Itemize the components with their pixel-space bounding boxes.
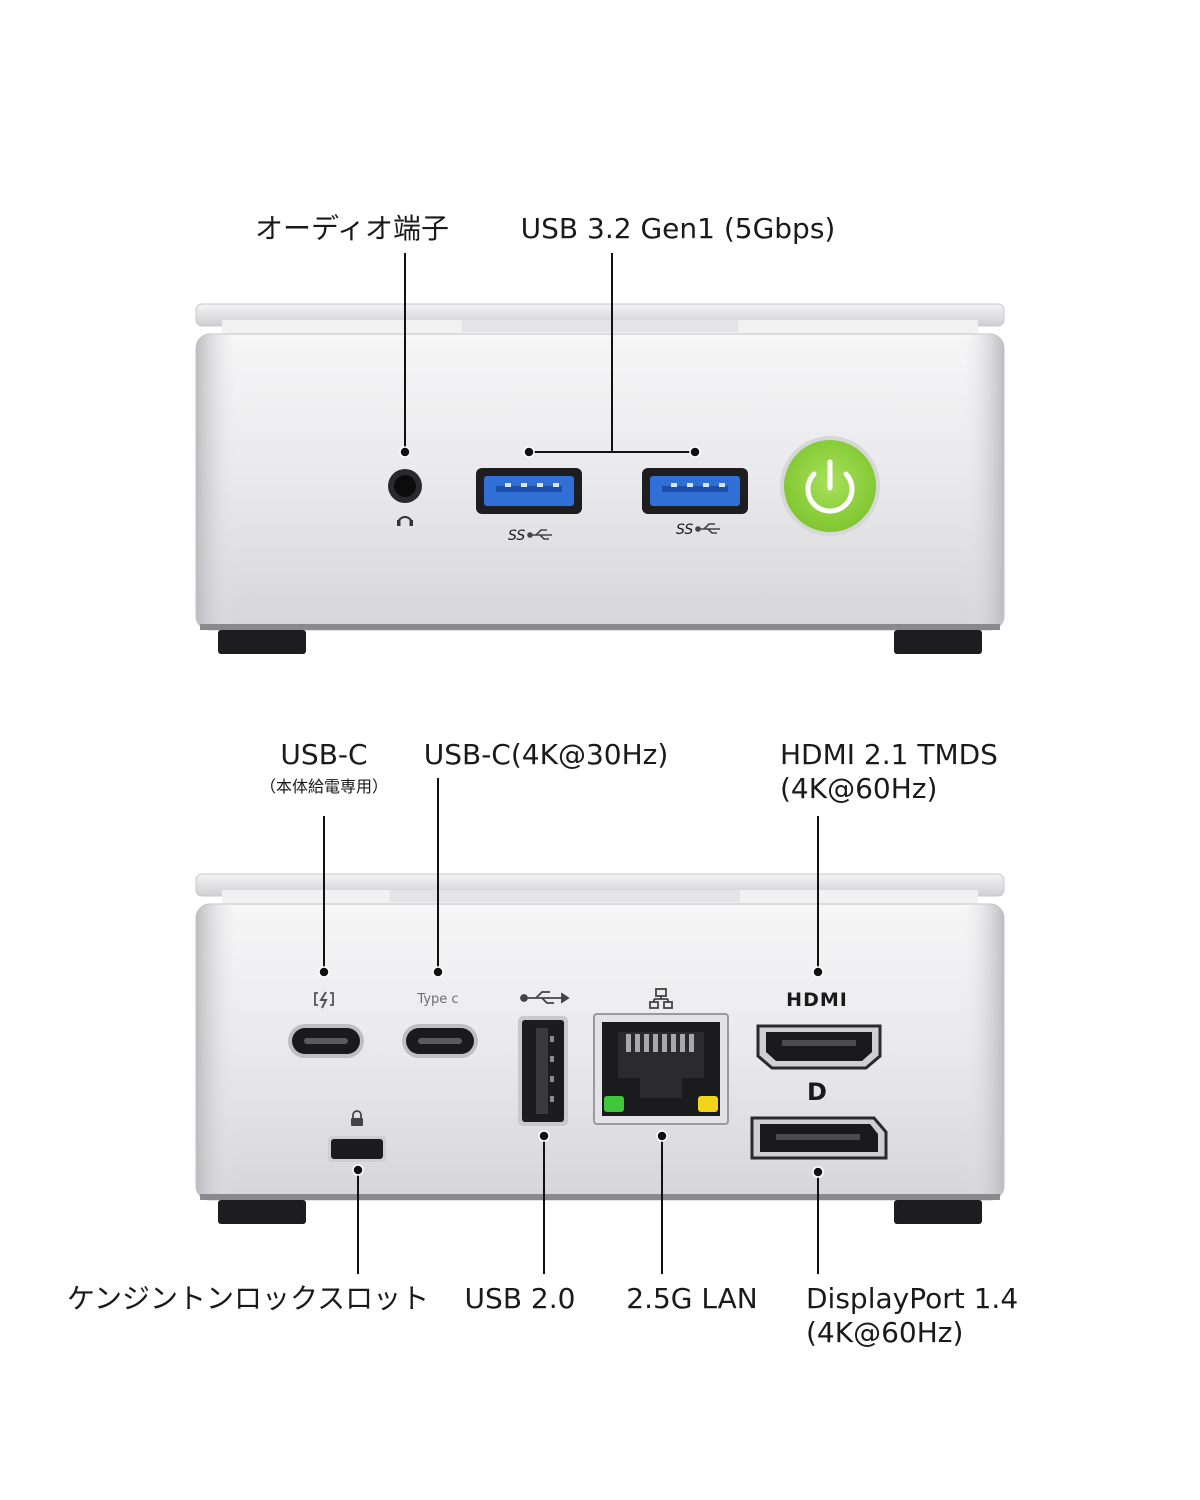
usbc-power-leader-dot xyxy=(318,966,330,978)
back-lid-vent xyxy=(390,890,740,902)
audio-jack xyxy=(388,469,422,503)
dp-label-line2: (4K@60Hz) xyxy=(806,1316,963,1349)
ss-usb-icon-2: SS xyxy=(676,522,693,538)
usb20-leader-dot xyxy=(538,1130,550,1142)
back-view: Type c xyxy=(67,738,1018,1349)
usb-trident-icon-1 xyxy=(527,529,552,540)
usb32-leader-dot-2 xyxy=(689,446,701,458)
front-body xyxy=(195,333,1005,631)
headset-icon xyxy=(397,516,413,526)
usbc-display-leader-dot xyxy=(432,966,444,978)
usbc-display-label: USB-C(4K@30Hz) xyxy=(424,738,669,771)
network-icon xyxy=(649,988,673,1009)
back-body-shade-left xyxy=(196,904,236,1200)
lan-label: 2.5G LAN xyxy=(626,1282,757,1315)
dp-label-line1: DisplayPort 1.4 xyxy=(806,1282,1018,1315)
usb3-port-1 xyxy=(476,468,582,514)
dp-leader-dot xyxy=(812,1166,824,1178)
lan-leader-dot xyxy=(656,1130,668,1142)
audio-leader-dot xyxy=(399,446,411,458)
usb32-port-label: USB 3.2 Gen1 (5Gbps) xyxy=(521,212,836,245)
power-delivery-icon xyxy=(314,991,334,1009)
hdmi-label-line2: (4K@60Hz) xyxy=(780,772,937,805)
dp-logo-mark: D xyxy=(807,1078,827,1106)
usbc-power-port xyxy=(288,1024,364,1058)
usb32-leader-dot-1 xyxy=(523,446,535,458)
usb-trident-icon-2 xyxy=(695,523,720,534)
front-lid-vent xyxy=(462,320,738,332)
front-foot-left xyxy=(218,630,306,654)
back-foot-left xyxy=(218,1200,306,1224)
hdmi-label-line1: HDMI 2.1 TMDS xyxy=(780,738,998,771)
back-body-shade-right xyxy=(964,904,1004,1200)
ss-usb-icon-1: SS xyxy=(508,528,525,544)
lan-led-yellow xyxy=(698,1096,718,1112)
kensington-label: ケンジントンロックスロット xyxy=(67,1282,429,1315)
usbc-power-note: （本体給電専用） xyxy=(260,777,388,796)
back-foot-right xyxy=(894,1200,982,1224)
hdmi-port xyxy=(756,1024,882,1070)
displayport-logo: D xyxy=(807,1078,827,1106)
lock-icon xyxy=(351,1110,363,1126)
kensington-leader-dot xyxy=(352,1164,364,1176)
back-base-line xyxy=(200,1194,1000,1200)
front-foot-right xyxy=(894,630,982,654)
usb3-port-2 xyxy=(642,468,748,514)
front-body-shade-left xyxy=(196,334,236,630)
lan-led-green xyxy=(604,1096,624,1112)
front-base-line xyxy=(200,624,1000,630)
power-button[interactable] xyxy=(780,436,880,536)
type-c-mark: Type c xyxy=(416,992,458,1007)
audio-port-label: オーディオ端子 xyxy=(255,212,449,245)
front-body-shade-right xyxy=(964,334,1004,630)
hdmi-leader-dot xyxy=(812,966,824,978)
kensington-slot xyxy=(328,1136,386,1162)
lan-port xyxy=(593,1013,729,1125)
power-icon xyxy=(805,459,855,514)
front-view: SS SS xyxy=(195,212,1005,654)
hdmi-logo: HDMI xyxy=(786,989,848,1011)
displayport-port xyxy=(750,1116,888,1160)
usb2-port xyxy=(518,1016,568,1126)
usbc-display-port xyxy=(402,1024,478,1058)
usbc-power-label: USB-C xyxy=(280,738,367,771)
usb20-label: USB 2.0 xyxy=(465,1282,576,1315)
usb-icon xyxy=(520,991,570,1004)
